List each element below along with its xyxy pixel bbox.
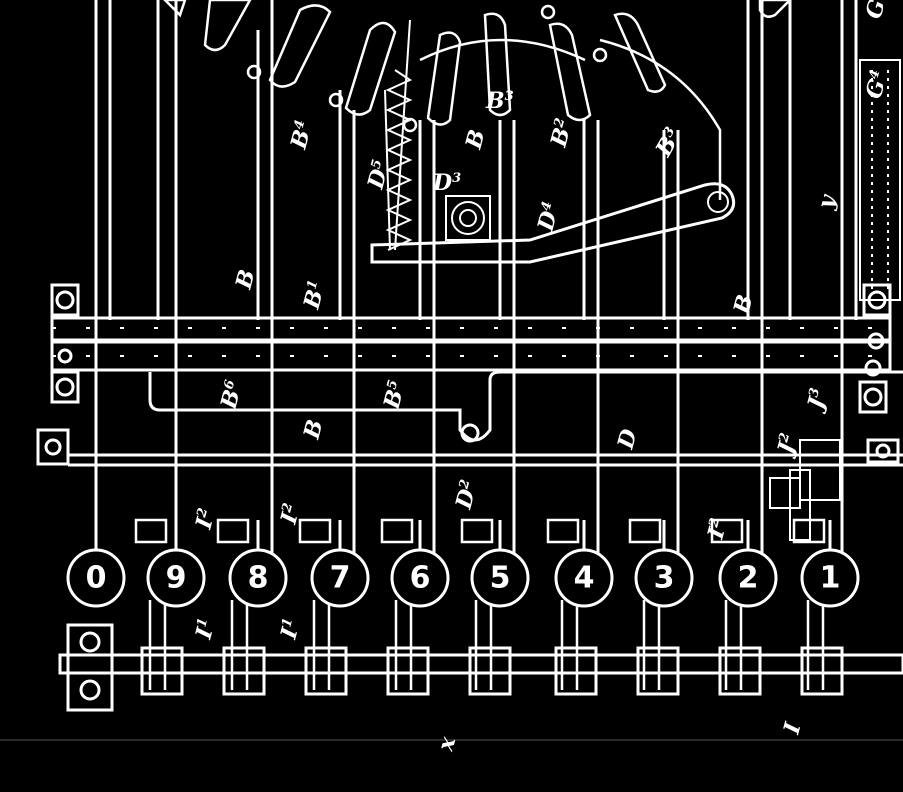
key-brackets — [134, 518, 826, 544]
label-B4: B4 — [285, 118, 318, 152]
label-I: I — [778, 719, 806, 737]
label-G2: G2 — [861, 0, 893, 22]
key-3-label: 3 — [654, 561, 675, 596]
key-2: 2 — [718, 548, 778, 608]
bottom-rail — [0, 623, 903, 741]
label-D2: D2 — [450, 478, 483, 513]
label-B-right: B — [728, 292, 758, 318]
label-D: D — [612, 426, 642, 452]
spring-lever — [370, 19, 736, 264]
right-column — [769, 59, 901, 541]
key-caps: 0 9 8 7 6 5 4 3 — [66, 548, 860, 608]
key-6: 6 — [390, 548, 450, 608]
key-0: 0 — [66, 548, 126, 608]
label-B6: B6 — [215, 378, 248, 412]
key-6-label: 6 — [410, 561, 431, 596]
key-7: 7 — [310, 548, 370, 608]
label-B-center: B — [460, 127, 490, 153]
label-B1: B1 — [298, 278, 331, 312]
label-B5: B5 — [378, 378, 411, 412]
label-y: y — [812, 190, 841, 212]
label-I1-b: I1 — [275, 616, 305, 642]
label-I2-b: I2 — [275, 501, 305, 527]
label-B3: B3 — [650, 124, 687, 162]
key-8: 8 — [228, 548, 288, 608]
key-3: 3 — [634, 548, 694, 608]
label-G4: G4 — [861, 68, 893, 102]
key-5: 5 — [470, 548, 530, 608]
label-x: x — [432, 733, 461, 754]
key-8-label: 8 — [248, 561, 269, 596]
label-D3: D3 — [432, 170, 461, 196]
reference-labels: B B1 B3 B B2 B3 B4 B5 B6 B B D D2 D3 D4 … — [190, 0, 893, 755]
label-B: B — [230, 267, 260, 293]
label-J3: J3 — [802, 386, 833, 415]
label-D5: D5 — [362, 158, 395, 193]
label-I1-a: I1 — [190, 616, 220, 642]
lower-stems — [148, 600, 825, 690]
key-9: 9 — [146, 548, 206, 608]
key-0-label: 0 — [86, 561, 107, 596]
key-1: 1 — [800, 548, 860, 608]
vertical-rods — [94, 0, 858, 560]
label-I2-a: I2 — [190, 506, 220, 532]
key-4: 4 — [554, 548, 614, 608]
key-4-label: 4 — [574, 561, 595, 596]
label-B3-center: B3 — [485, 88, 514, 114]
key-7-label: 7 — [330, 561, 351, 596]
crossbar — [50, 283, 892, 414]
key-5-label: 5 — [490, 561, 511, 596]
key-2-label: 2 — [738, 561, 759, 596]
key-1-label: 1 — [820, 561, 841, 596]
key-9-label: 9 — [166, 561, 187, 596]
label-B2: B2 — [545, 116, 578, 150]
type-carriers — [163, 0, 792, 200]
guide-bars — [36, 370, 903, 467]
label-B-lower: B — [298, 417, 328, 443]
